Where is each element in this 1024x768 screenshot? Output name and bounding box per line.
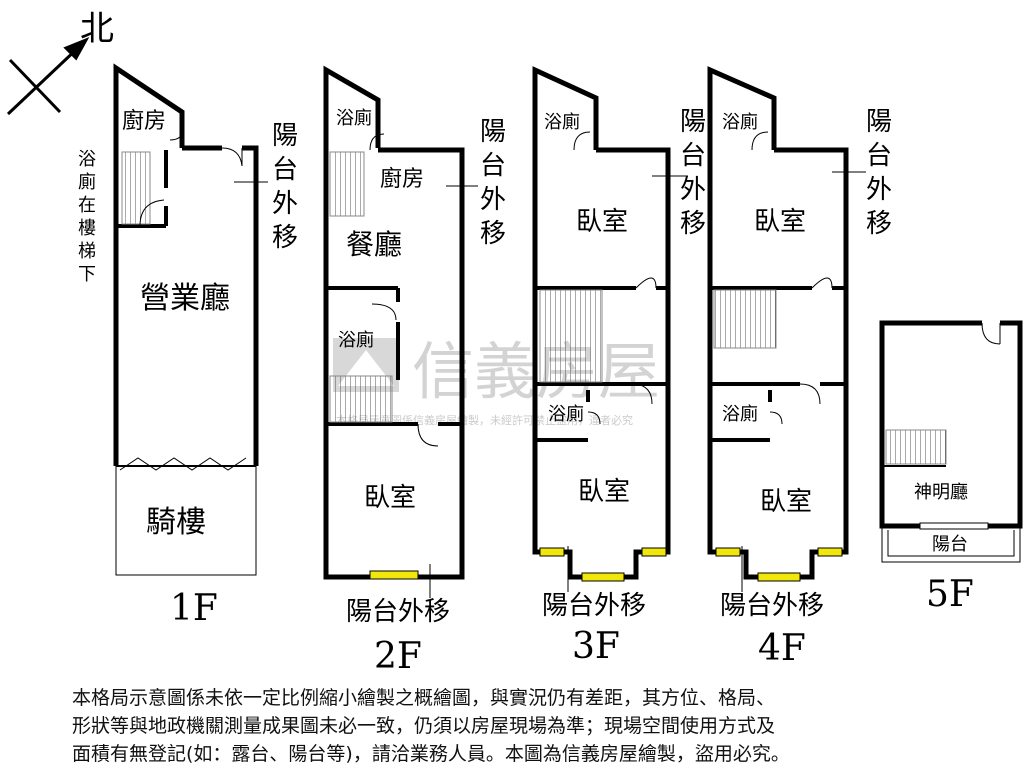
floor-3-bedroom-top-label: 臥室	[576, 207, 628, 237]
floor-1-kitchen-label: 廚房	[122, 109, 166, 134]
floor-2-balcony-bottom-label: 陽台外移	[346, 597, 450, 627]
north-arrow-icon	[6, 37, 90, 116]
floor-3-title: 3F	[572, 626, 620, 667]
floor-1-main-hall-label: 營業廳	[140, 281, 230, 316]
floor-2-bedroom-label: 臥室	[364, 483, 416, 513]
svg-text:陽: 陽	[680, 107, 706, 137]
floor-4-bedroom-bottom-label: 臥室	[760, 487, 812, 517]
floor-2-kitchen-label: 廚房	[380, 167, 424, 192]
floor-3-balcony-bottom-label: 陽台外移	[542, 591, 646, 621]
floor-4-bedroom-top-label: 臥室	[754, 207, 806, 237]
svg-text:陽: 陽	[272, 121, 298, 151]
svg-text:樓: 樓	[78, 218, 96, 239]
svg-text:在: 在	[78, 195, 96, 216]
disclaimer-line-3: 面積有無登記(如：露台、陽台等)，請洽業務人員。本圖為信義房屋繪製，盜用必究。	[72, 743, 790, 765]
svg-text:移: 移	[480, 219, 506, 249]
svg-text:外: 外	[866, 175, 892, 205]
floor-4-balcony-bottom-label: 陽台外移	[720, 591, 824, 621]
svg-text:下: 下	[78, 264, 96, 285]
floor-4-plan	[707, 66, 866, 592]
floor-1-bath-note: 浴 廁 在 樓 梯 下	[78, 149, 96, 285]
floor-2-plan	[323, 65, 478, 598]
svg-text:台: 台	[866, 141, 892, 171]
floor-4-bath-top-label: 浴廁	[722, 111, 758, 133]
floor-2-bath-top-label: 浴廁	[336, 107, 372, 129]
floor-1-plan	[113, 63, 268, 576]
floor-4-title: 4F	[758, 628, 806, 669]
floor-3-plan	[532, 66, 688, 592]
svg-text:浴: 浴	[78, 149, 96, 170]
floor-4-bath-mid-label: 浴廁	[722, 403, 758, 425]
svg-text:移: 移	[866, 209, 892, 239]
floor-1-balcony-note: 陽 台 外 移	[272, 121, 298, 253]
floor-2-dining-label: 餐廳	[346, 228, 402, 261]
svg-text:廁: 廁	[78, 171, 96, 193]
floor-2-balcony-side-note: 陽 台 外 移	[480, 117, 506, 249]
disclaimer-text: 本格局示意圖係未依一定比例縮小繪製之概繪圖，與實況仍有差距，其方位、格局、 形狀…	[72, 684, 972, 768]
disclaimer-line-1: 本格局示意圖係未依一定比例縮小繪製之概繪圖，與實況仍有差距，其方位、格局、	[72, 687, 776, 709]
svg-text:外: 外	[480, 185, 506, 215]
svg-text:外: 外	[680, 175, 706, 205]
floor-5-plan	[879, 320, 1023, 563]
floor-1-arcade-label: 騎樓	[146, 505, 206, 540]
floor-5-shrine-hall-label: 神明廳	[914, 482, 968, 503]
floor-3-balcony-side-note: 陽 台 外 移	[680, 107, 706, 239]
floor-2-title: 2F	[374, 636, 422, 677]
floor-4-balcony-side-note: 陽 台 外 移	[866, 107, 892, 239]
svg-text:移: 移	[680, 209, 706, 239]
svg-text:陽: 陽	[866, 107, 892, 137]
svg-text:台: 台	[272, 155, 298, 185]
floor-1-title: 1F	[170, 588, 218, 629]
compass-label: 北	[80, 9, 114, 49]
floor-5-title: 5F	[926, 574, 974, 615]
floor-5-balcony-label: 陽台	[932, 534, 968, 555]
svg-text:外: 外	[272, 189, 298, 219]
floor-2-bath-mid-label: 浴廁	[338, 329, 374, 351]
svg-text:梯: 梯	[78, 241, 96, 262]
svg-text:台: 台	[480, 151, 506, 181]
svg-text:移: 移	[272, 223, 298, 253]
disclaimer-line-2: 形狀等與地政機關測量成果圖未必一致，仍須以房屋現場為準；現場空間使用方式及	[72, 715, 776, 737]
svg-text:陽: 陽	[480, 117, 506, 147]
floor-3-bedroom-bottom-label: 臥室	[578, 477, 630, 507]
floor-3-bath-mid-label: 浴廁	[548, 403, 584, 425]
svg-text:台: 台	[680, 141, 706, 171]
floor-3-bath-top-label: 浴廁	[544, 111, 580, 133]
